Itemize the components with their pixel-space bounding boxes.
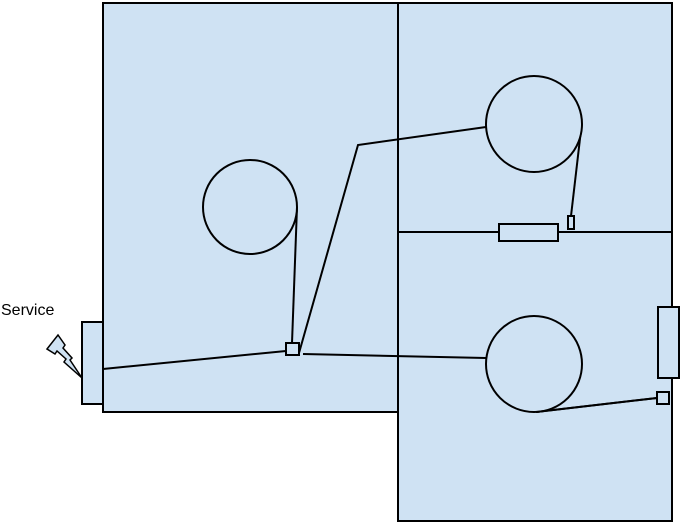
switch-upper-right	[567, 215, 575, 230]
wire-switch-to-left-fixture	[291, 206, 298, 344]
wire-switch-to-upper-right-fixture	[298, 126, 487, 354]
wire-upper-fixture-to-switch	[570, 129, 582, 217]
wall-panel-vertical	[657, 306, 680, 379]
switch-lower-right	[656, 391, 670, 405]
service-label: Service	[1, 302, 55, 319]
wire-lower-fixture-out	[535, 397, 658, 413]
wall-panel-horizontal	[498, 223, 559, 242]
wire-service-to-switch	[102, 350, 287, 370]
fixture-upper-right	[485, 75, 583, 173]
service-panel	[81, 321, 104, 405]
fixture-lower-right	[485, 315, 583, 413]
lightning-bolt-icon	[45, 333, 83, 379]
switch-center	[285, 342, 300, 356]
fixture-left	[202, 159, 298, 255]
wire-switch-to-lower-right-fixture	[302, 353, 487, 359]
